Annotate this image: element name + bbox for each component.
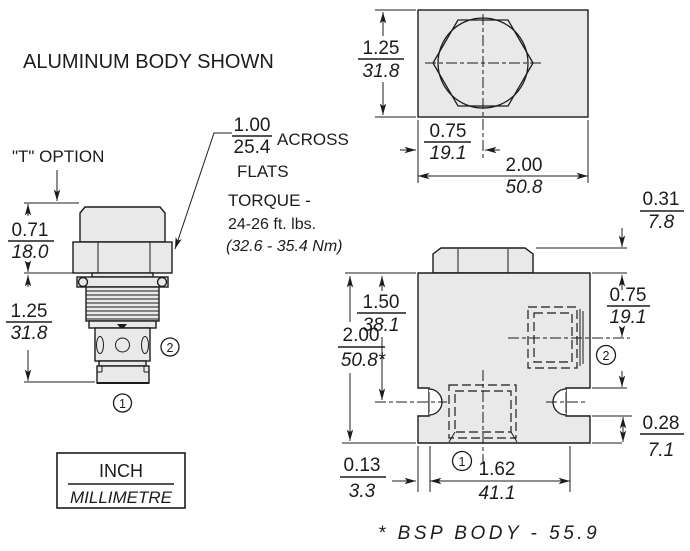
dim-hole-spacing-in: 1.62: [479, 459, 516, 480]
dimension-top-width: 2.00 50.8: [417, 120, 589, 198]
port1-hidden-outline: [448, 370, 518, 464]
note-aluminum-body: ALUMINUM BODY SHOWN: [23, 51, 274, 73]
value-torque-imperial: 24-26 ft. lbs.: [228, 216, 316, 233]
side-view-dimensions-bottom: 0.13 3.3 1.62 41.1: [340, 446, 571, 504]
dim-top-height-in: 1.25: [363, 38, 400, 59]
dim-body-height-in: 2.00: [343, 325, 380, 346]
side-view-dimensions-right: 0.31 7.8 0.75 19.1 0.28 7.1: [536, 189, 684, 461]
label-t-option: "T" OPTION: [12, 147, 104, 166]
label-flats: FLATS: [237, 162, 289, 181]
dim-port2-cl-in: 0.75: [610, 285, 647, 306]
hex-plug-side: [432, 247, 534, 274]
side-view-dimensions-left: 1.50 38.1 2.00 50.8*: [338, 272, 416, 444]
dim-cap-height-mm: 18.0: [12, 242, 49, 263]
front-view-cartridge: 2 1: [72, 206, 180, 413]
dim-body-height-mm: 50.8*: [341, 350, 386, 371]
dimension-hex-protrusion: 0.31 7.8: [618, 189, 684, 247]
units-millimetre-label: MILLIMETRE: [70, 488, 173, 507]
label-torque: TORQUE -: [228, 191, 311, 210]
dim-hole-spacing-mm: 41.1: [479, 483, 516, 504]
dim-cap-height-in: 0.71: [12, 220, 49, 241]
dimension-mount-centerline: 1.50 38.1: [357, 276, 406, 400]
dim-top-center-mm: 19.1: [430, 143, 467, 164]
dim-cartridge-length-mm: 31.8: [11, 323, 48, 344]
top-view-dimensions: 1.25 31.8 0.75 19.1 2.00 50.8: [358, 9, 589, 198]
torque-leader: [174, 132, 232, 250]
port2-balloon-side: 2: [595, 344, 617, 366]
cartridge-groove: [98, 360, 147, 367]
dimension-cap-height: 0.71 18.0: [8, 204, 54, 272]
footnote-bsp-note: * BSP BODY - 55.9: [378, 523, 600, 544]
torque-callout: 1.00 25.4 ACROSS FLATS TORQUE - 24-26 ft…: [174, 115, 349, 255]
dim-mount-cl-in: 1.50: [363, 292, 400, 313]
dim-mount-edge-in: 0.28: [643, 413, 680, 434]
dim-hole-offset-mm: 3.3: [349, 481, 376, 502]
dim-mount-edge-mm: 7.1: [648, 440, 674, 461]
cartridge-washer: [76, 272, 169, 288]
dim-mount-cl-mm: 38.1: [363, 315, 400, 336]
port2-hidden-outline: [508, 306, 630, 369]
dim-top-width-in: 2.00: [506, 155, 543, 176]
cartridge-cage: [94, 327, 151, 362]
dim-cartridge-length-in: 1.25: [11, 301, 48, 322]
side-view-body: 2 1: [375, 247, 630, 472]
dimension-mount-edge: 0.28 7.1: [619, 413, 684, 461]
front-view-dimensions: "T" OPTION 0.71 18.0 1.25 31.8 1.00 25.4…: [6, 115, 349, 509]
port2-label: 2: [167, 341, 174, 355]
dim-hex-protrusion-mm: 7.8: [648, 212, 675, 233]
dim-hole-offset-in: 0.13: [344, 455, 381, 476]
label-across: ACROSS: [277, 130, 349, 149]
dim-port2-cl-mm: 19.1: [610, 307, 647, 328]
dim-top-width-mm: 50.8: [506, 177, 543, 198]
dim-top-center-in: 0.75: [430, 121, 467, 142]
dim-top-height-mm: 31.8: [363, 61, 400, 82]
port2-balloon-front: 2: [160, 337, 180, 357]
dimension-hole-edge-offset: 0.13 3.3: [340, 455, 416, 502]
dimension-top-center-offset: 0.75 19.1: [400, 121, 500, 164]
port1-label: 1: [119, 397, 126, 411]
units-box: INCH MILLIMETRE: [56, 452, 186, 509]
cartridge-cap: [79, 206, 166, 243]
top-view-body: [417, 9, 589, 160]
port1-label-side: 1: [459, 455, 466, 469]
cartridge-threads: [85, 286, 160, 322]
dimension-body-height: 2.00 50.8*: [338, 276, 386, 441]
value-torque-metric: (32.6 - 35.4 Nm): [226, 238, 342, 255]
dimension-port2-centerline: 0.75 19.1: [607, 275, 650, 387]
dim-across-flats-mm: 25.4: [234, 137, 271, 158]
units-inch-label: INCH: [99, 461, 143, 481]
port2-label-side: 2: [603, 349, 610, 363]
cartridge-nose: [96, 365, 150, 384]
dimension-hole-spacing: 1.62 41.1: [430, 459, 570, 504]
port1-balloon-front: 1: [112, 393, 133, 413]
port1-balloon-side: 1: [451, 450, 473, 472]
cartridge-hex-nut: [72, 241, 173, 274]
body-outline-side: [417, 272, 591, 444]
dim-across-flats-in: 1.00: [234, 115, 271, 136]
dimension-top-height: 1.25 31.8: [358, 12, 404, 115]
dimension-cartridge-length: 1.25 31.8: [6, 275, 52, 381]
dim-hex-protrusion-in: 0.31: [643, 189, 680, 210]
orientation-mark: [117, 324, 127, 330]
